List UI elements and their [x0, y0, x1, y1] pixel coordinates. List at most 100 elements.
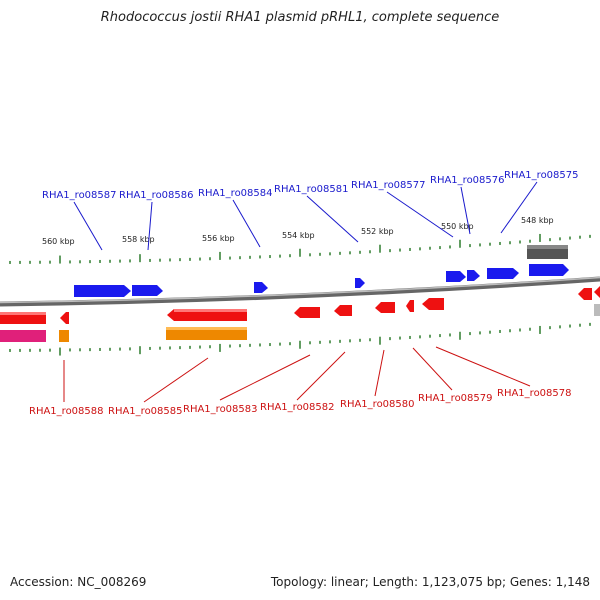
- scale-minor-tick: [439, 334, 441, 338]
- scale-minor-tick: [389, 249, 391, 253]
- gene-ro08582b[interactable]: [334, 305, 352, 316]
- scale-minor-tick: [149, 346, 151, 350]
- gene-ro08580[interactable]: [375, 302, 395, 313]
- scale-major-tick: [59, 255, 61, 264]
- tick-label-552: 552 kbp: [361, 227, 394, 236]
- scale-minor-tick: [149, 258, 151, 262]
- gene-label-ro08584[interactable]: RHA1_ro08584: [198, 188, 273, 199]
- scale-minor-tick: [289, 254, 291, 258]
- scale-minor-tick: [349, 251, 351, 255]
- scale-minor-tick: [479, 243, 481, 247]
- scale-minor-tick: [329, 252, 331, 256]
- gene-label-ro08581[interactable]: RHA1_ro08581: [274, 184, 349, 195]
- scale-major-tick: [299, 248, 301, 257]
- scale-minor-tick: [109, 259, 111, 263]
- gene-ro08579[interactable]: [406, 300, 414, 312]
- gene-ro08586[interactable]: [132, 285, 163, 296]
- scale-minor-tick: [449, 333, 451, 337]
- scale-minor-tick: [79, 260, 81, 264]
- bottom-scale-dots: [9, 322, 591, 356]
- gene-label-ro08579[interactable]: RHA1_ro08579: [418, 393, 493, 404]
- gene-red-right[interactable]: [578, 288, 592, 300]
- page-title: Rhodococcus jostii RHA1 plasmid pRHL1, c…: [100, 10, 500, 25]
- scale-minor-tick: [199, 345, 201, 349]
- tick-label-550: 550 kbp: [441, 222, 474, 231]
- scale-minor-tick: [399, 248, 401, 252]
- gene-ro08576[interactable]: [467, 270, 480, 281]
- scale-minor-tick: [589, 322, 591, 326]
- gene-ro08582[interactable]: [294, 307, 320, 318]
- scale-minor-tick: [439, 246, 441, 250]
- scale-minor-tick: [309, 341, 311, 345]
- scale-minor-tick: [249, 343, 251, 347]
- tick-label-560: 560 kbp: [42, 237, 75, 246]
- gene-label-ro08576[interactable]: RHA1_ro08576: [430, 175, 505, 186]
- scale-major-tick: [539, 233, 541, 242]
- scale-minor-tick: [89, 348, 91, 352]
- scale-minor-tick: [529, 239, 531, 243]
- scale-minor-tick: [99, 259, 101, 263]
- gene-ro08577[interactable]: [446, 271, 466, 282]
- tick-label-554: 554 kbp: [282, 231, 315, 240]
- scale-minor-tick: [489, 242, 491, 246]
- gene-label-ro08587[interactable]: RHA1_ro08587: [42, 190, 117, 201]
- scale-minor-tick: [239, 256, 241, 260]
- scale-minor-tick: [259, 343, 261, 347]
- scale-major-tick: [139, 254, 141, 263]
- gene-label-ro08578[interactable]: RHA1_ro08578: [497, 388, 572, 399]
- tick-label-548: 548 kbp: [521, 216, 554, 225]
- scale-minor-tick: [329, 340, 331, 344]
- gene-orange-small[interactable]: [59, 330, 69, 342]
- gene-ro08575[interactable]: [487, 268, 519, 279]
- scale-minor-tick: [49, 260, 51, 264]
- gene-ro08584[interactable]: [254, 282, 268, 293]
- scale-minor-tick: [579, 323, 581, 327]
- scale-minor-tick: [509, 241, 511, 245]
- scale-major-tick: [539, 325, 541, 334]
- top-leader-lines: [73, 181, 538, 251]
- scale-minor-tick: [519, 328, 521, 332]
- scale-minor-tick: [69, 348, 71, 352]
- gene-orange[interactable]: [166, 327, 247, 340]
- accession-text: Accession: NC_008269: [10, 575, 147, 589]
- gene-label-ro08583[interactable]: RHA1_ro08583: [183, 404, 258, 415]
- gene-red-right2[interactable]: [594, 286, 600, 298]
- scale-minor-tick: [9, 260, 11, 264]
- scale-minor-tick: [259, 255, 261, 259]
- scale-minor-tick: [189, 345, 191, 349]
- scale-minor-tick: [69, 260, 71, 264]
- gene-ro08581[interactable]: [355, 278, 365, 288]
- scale-minor-tick: [309, 253, 311, 257]
- scale-minor-tick: [169, 346, 171, 350]
- gene-blue-right[interactable]: [529, 264, 569, 276]
- scale-minor-tick: [19, 348, 21, 352]
- scale-major-tick: [379, 244, 381, 253]
- scale-minor-tick: [369, 338, 371, 342]
- scale-minor-tick: [319, 340, 321, 344]
- gene-label-ro08586[interactable]: RHA1_ro08586: [119, 190, 194, 201]
- scale-minor-tick: [119, 259, 121, 263]
- gene-ro08587[interactable]: [74, 285, 131, 297]
- gene-pink[interactable]: [0, 330, 46, 342]
- scale-minor-tick: [129, 259, 131, 263]
- gene-ro08588b[interactable]: [60, 312, 69, 324]
- gene-label-ro08585[interactable]: RHA1_ro08585: [108, 406, 183, 417]
- scale-minor-tick: [159, 258, 161, 262]
- scale-minor-tick: [369, 250, 371, 254]
- scale-major-tick: [59, 347, 61, 356]
- gene-label-ro08580[interactable]: RHA1_ro08580: [340, 399, 415, 410]
- gene-label-ro08588[interactable]: RHA1_ro08588: [29, 406, 104, 417]
- scale-minor-tick: [499, 329, 501, 333]
- gene-label-ro08582[interactable]: RHA1_ro08582: [260, 402, 335, 413]
- gene-label-ro08577[interactable]: RHA1_ro08577: [351, 180, 426, 191]
- gene-gray-small[interactable]: [594, 304, 600, 316]
- scale-minor-tick: [559, 325, 561, 329]
- scale-minor-tick: [419, 247, 421, 251]
- gene-ro08578[interactable]: [422, 298, 444, 310]
- scale-minor-tick: [549, 326, 551, 330]
- scale-minor-tick: [579, 235, 581, 239]
- gene-label-ro08575[interactable]: RHA1_ro08575: [504, 170, 579, 181]
- scale-minor-tick: [559, 237, 561, 241]
- sequence-axis: [0, 276, 600, 307]
